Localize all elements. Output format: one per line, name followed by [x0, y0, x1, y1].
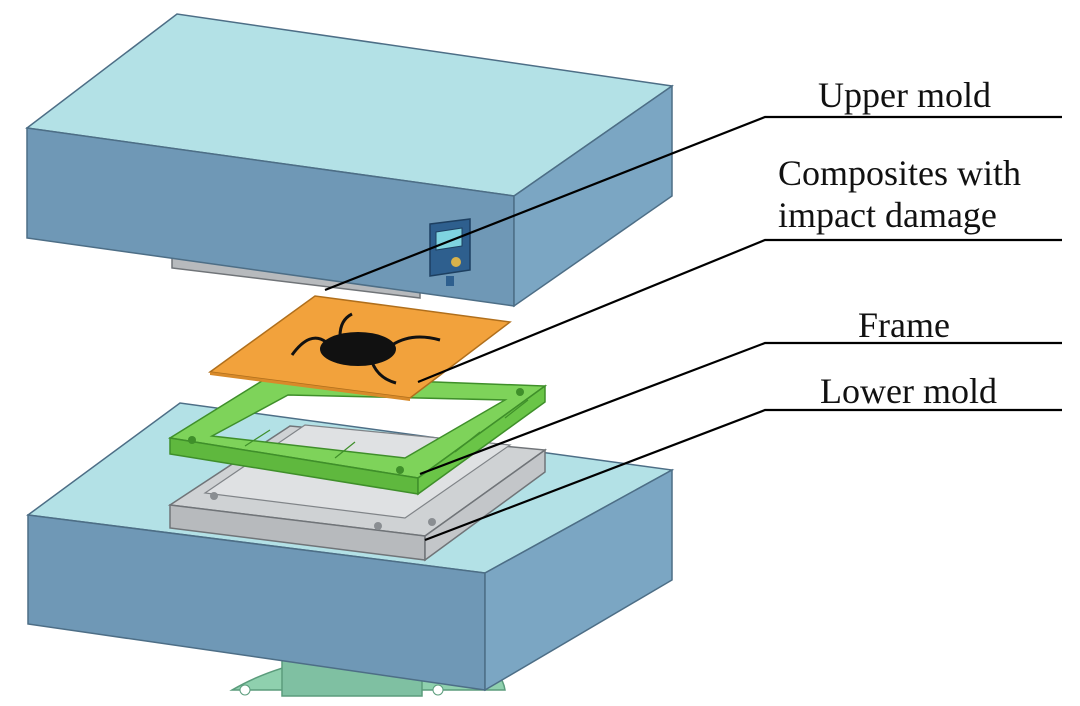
- label-composites-line2: impact damage: [778, 195, 997, 235]
- label-frame-text: Frame: [858, 305, 950, 345]
- leader-frame: [419, 341, 1062, 476]
- leader-upper-mold: [324, 115, 1062, 292]
- crack-1: [290, 336, 327, 356]
- crack-4: [370, 361, 397, 385]
- upper-mold-block: [25, 13, 674, 308]
- label-upper-mold: Upper mold: [818, 74, 991, 116]
- upper-mold-side-face: [513, 84, 673, 308]
- crack-2: [338, 312, 353, 337]
- green-frame: [167, 375, 548, 496]
- lower-mold-side-face: [484, 468, 673, 692]
- label-lower-mold: Lower mold: [820, 370, 997, 412]
- controller-icon: [429, 218, 471, 286]
- leader-lower-mold: [424, 408, 1062, 542]
- label-upper-mold-text: Upper mold: [818, 75, 991, 115]
- frame-side: [417, 384, 546, 496]
- lower-plate-side: [424, 448, 546, 562]
- label-composites-line1: Composites with: [778, 153, 1022, 193]
- impact-damage-spot: [320, 332, 396, 366]
- leader-lines: [324, 115, 1062, 542]
- label-lower-mold-text: Lower mold: [820, 371, 997, 411]
- leader-composites: [417, 238, 1062, 384]
- crack-3: [391, 335, 441, 347]
- composite-plate: [208, 295, 512, 401]
- label-composites: Composites with impact damage: [778, 152, 1021, 236]
- label-frame: Frame: [858, 304, 950, 346]
